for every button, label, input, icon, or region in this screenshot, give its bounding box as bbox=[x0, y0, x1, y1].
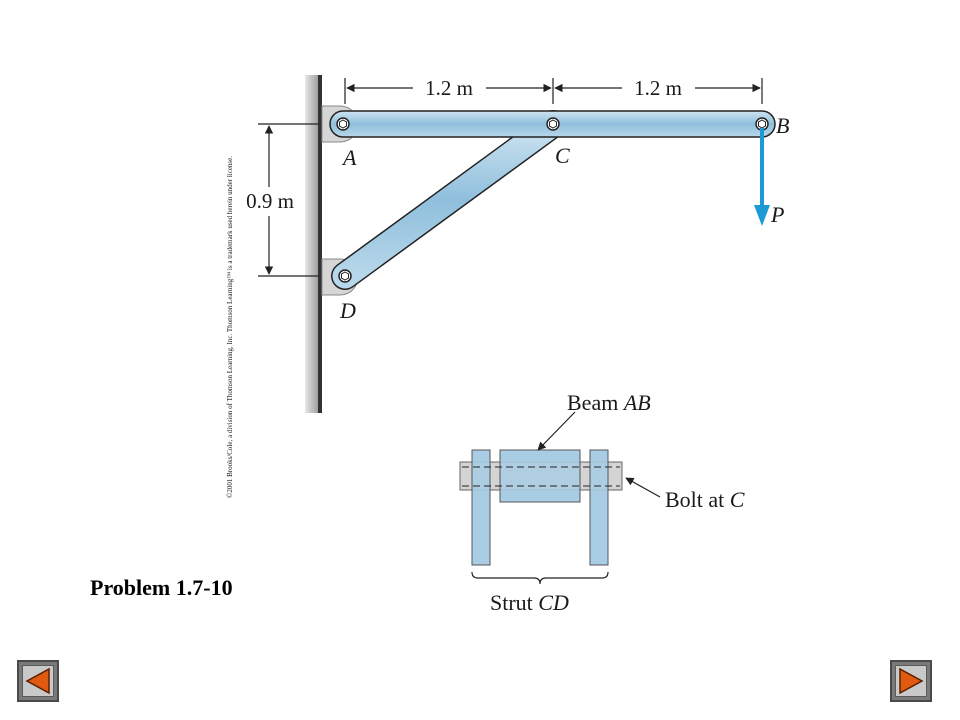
dim-label-ad: 0.9 m bbox=[246, 189, 294, 213]
point-label-a: A bbox=[341, 145, 357, 170]
detail-strut-label: Strut CD bbox=[490, 590, 569, 615]
load-label-p: P bbox=[770, 202, 784, 227]
pin-d bbox=[338, 269, 352, 283]
next-slide-button[interactable] bbox=[890, 660, 932, 702]
dim-label-ac: 1.2 m bbox=[425, 76, 473, 100]
wall bbox=[305, 75, 322, 413]
detail-view bbox=[459, 411, 661, 585]
detail-bolt-label: Bolt at C bbox=[665, 487, 745, 512]
left-triangle-icon bbox=[25, 667, 50, 695]
strut-cd bbox=[331, 110, 567, 290]
load-arrow-p bbox=[754, 128, 770, 226]
point-label-c: C bbox=[555, 143, 570, 168]
pin-c bbox=[546, 117, 560, 131]
previous-slide-button[interactable] bbox=[17, 660, 59, 702]
point-label-d: D bbox=[339, 298, 356, 323]
dim-label-cb: 1.2 m bbox=[634, 76, 682, 100]
copyright-notice: ©2001 Brooks/Cole, a division of Thomson… bbox=[226, 156, 234, 498]
right-triangle-icon bbox=[899, 667, 924, 695]
problem-caption: Problem 1.7-10 bbox=[90, 575, 233, 600]
pin-a bbox=[336, 117, 350, 131]
point-label-b: B bbox=[776, 113, 789, 138]
detail-beam-label: Beam AB bbox=[567, 390, 651, 415]
dimension-lines bbox=[258, 78, 763, 277]
